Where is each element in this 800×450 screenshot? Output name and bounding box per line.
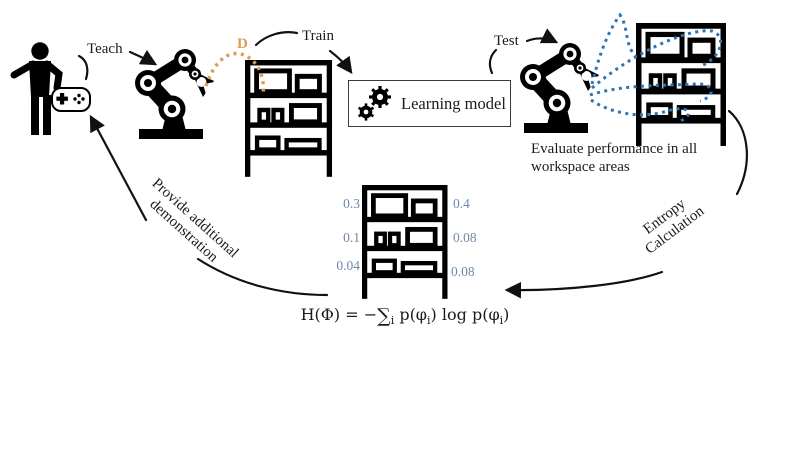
gears-icon (357, 85, 391, 121)
provide-arrow-tail (196, 257, 329, 297)
learning-model-box: Learning model (348, 80, 511, 127)
evaluate-line2: workspace areas (531, 159, 630, 175)
entropy-arrow (504, 270, 664, 299)
sum-symbol: ∑ (377, 305, 391, 327)
probability-bottom-left: 0.04 (336, 258, 360, 273)
test-label: Test (494, 33, 519, 49)
formula-sub: i (427, 314, 431, 328)
test-arrow-tail (488, 48, 498, 75)
teach-arrow-tail (77, 54, 89, 81)
test-arrow (525, 28, 559, 44)
gamepad-icon (51, 87, 91, 112)
robot-arm-test-icon (520, 43, 600, 133)
dataset-label: D (237, 36, 248, 52)
probability-mid-left: 0.1 (343, 230, 360, 245)
probability-top-left: 0.3 (343, 196, 360, 211)
formula-sub: i (499, 314, 504, 328)
probability-mid-right: 0.08 (453, 230, 477, 245)
provide-arrow (89, 114, 148, 222)
teach-arrow (128, 49, 158, 66)
formula-part: ) log p(φ (430, 305, 500, 324)
evaluate-line1: Evaluate performance in all (531, 141, 698, 157)
probability-top-right: 0.4 (453, 196, 470, 211)
train-arrow (328, 49, 353, 75)
evaluate-caption: Evaluate performance in all workspace ar… (531, 140, 697, 176)
formula-sub: i (390, 314, 395, 328)
formula-part: p(φ (394, 305, 428, 324)
formula-part: H(Φ) = − (300, 305, 378, 324)
teach-label: Teach (87, 41, 123, 57)
test-trajectory-paths (589, 12, 723, 124)
person-icon (10, 42, 63, 135)
entropy-formula: H(Φ) = −∑i p(φi) log p(φi) (283, 306, 527, 329)
train-arrow-tail (254, 31, 299, 47)
entropy-arrow-tail (727, 109, 748, 196)
learning-model-label: Learning model (401, 93, 506, 113)
demonstration-shelf-icon (245, 60, 332, 177)
probability-bottom-right: 0.08 (451, 264, 475, 279)
train-label: Train (302, 28, 334, 44)
probability-shelf-icon (362, 185, 448, 299)
robot-arm-teach-icon (135, 49, 215, 139)
formula-part: ) (503, 305, 510, 324)
